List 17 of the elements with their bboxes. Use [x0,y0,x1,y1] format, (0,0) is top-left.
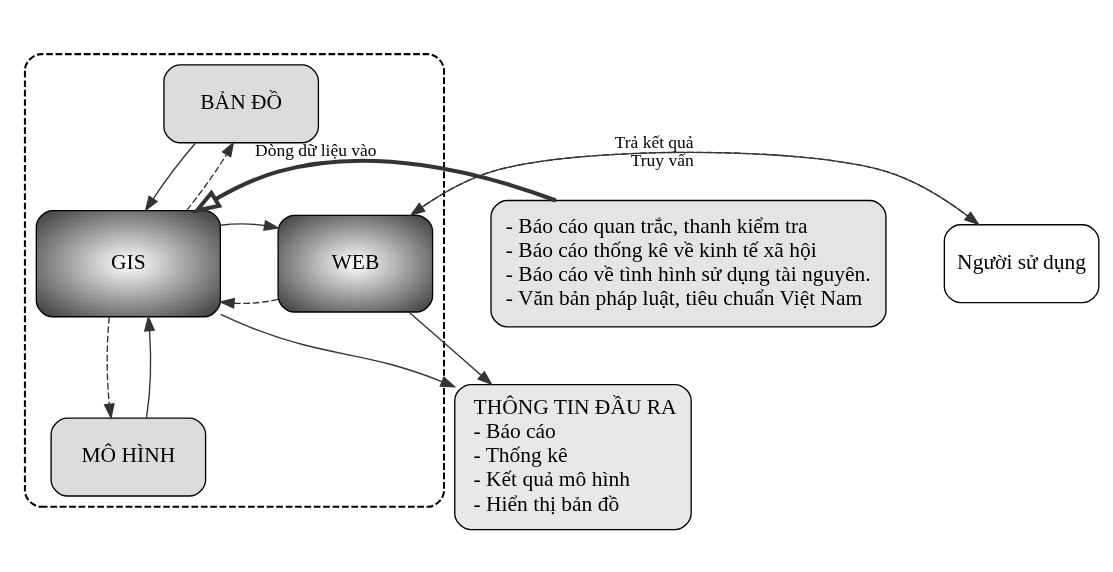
arrow [219,313,457,388]
node-box: WEB [277,214,434,313]
node-box: BẢN ĐỒ [163,63,320,143]
node-box: - Báo cáo quan trắc, thanh kiểm tra - Báo cáo thống kê về kinh tế xã hội - Báo cáo về tình hình sử dụng tài nguyên. - Văn bản pháp luật, tiêu chuẩn Việt Nam [490,199,887,327]
arrow [144,141,197,212]
edge-label: Trả kết quả [614,131,694,151]
arrow [408,311,493,386]
arrow [218,297,279,309]
node-box: Người sử dụng [943,223,1100,303]
arrow [186,140,235,211]
arrow [143,314,156,418]
arrow [191,158,557,214]
node-box: MÔ HÌNH [50,416,207,497]
node-box: GIS [35,209,221,317]
arrow [103,315,115,420]
arrow [219,219,280,231]
node-box: THÔNG TIN ĐẦU RA - Báo cáo - Thống kê - Kết quả mô hình - Hiển thị bản đồ [454,383,692,530]
